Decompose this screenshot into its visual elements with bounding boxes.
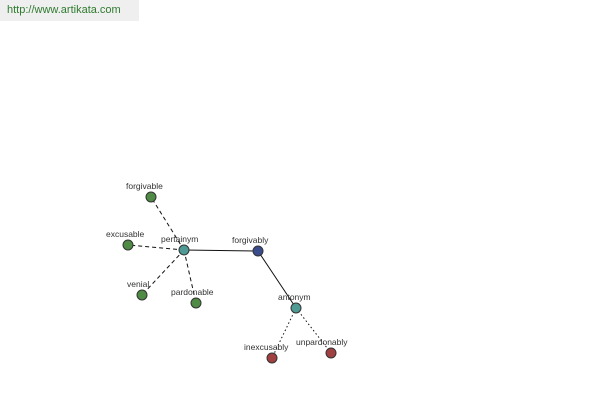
node-unpardonably[interactable]: unpardonably [296, 337, 348, 359]
node-forgivable[interactable]: forgivable [126, 181, 163, 203]
node-label-forgivably: forgivably [232, 235, 269, 245]
node-circle-forgivable[interactable] [145, 191, 157, 203]
node-excusable[interactable]: excusable [106, 229, 145, 251]
node-label-pertainym: pertainym [161, 234, 198, 244]
node-circle-pardonable[interactable] [190, 297, 202, 309]
edge-forgivably-antonym [257, 250, 297, 309]
node-circle-unpardonably[interactable] [325, 347, 337, 359]
node-venial[interactable]: venial [127, 279, 149, 301]
node-inexcusably[interactable]: inexcusably [244, 342, 289, 364]
node-circle-forgivably[interactable] [252, 245, 264, 257]
node-antonym[interactable]: antonym [278, 292, 311, 314]
node-label-inexcusably: inexcusably [244, 342, 289, 352]
graph-edges [127, 196, 332, 359]
node-label-forgivable: forgivable [126, 181, 163, 191]
node-circle-excusable[interactable] [122, 239, 134, 251]
source-url-text: http://www.artikata.com [7, 4, 121, 16]
node-circle-pertainym[interactable] [178, 244, 190, 256]
node-forgivably[interactable]: forgivably [232, 235, 269, 257]
source-url[interactable]: http://www.artikata.com [0, 0, 139, 21]
node-label-pardonable: pardonable [171, 287, 214, 297]
edge-pertainym-excusable [127, 244, 185, 251]
node-pertainym[interactable]: pertainym [161, 234, 198, 256]
node-label-venial: venial [127, 279, 149, 289]
edge-pertainym-pardonable [183, 249, 197, 304]
node-circle-inexcusably[interactable] [266, 352, 278, 364]
edge-pertainym-forgivable [150, 196, 185, 251]
node-label-unpardonably: unpardonably [296, 337, 348, 347]
node-label-antonym: antonym [278, 292, 311, 302]
edge-forgivably-pertainym [183, 249, 259, 252]
node-circle-venial[interactable] [136, 289, 148, 301]
node-circle-antonym[interactable] [290, 302, 302, 314]
node-pardonable[interactable]: pardonable [171, 287, 214, 309]
node-label-excusable: excusable [106, 229, 145, 239]
edge-antonym-unpardonably [295, 307, 332, 354]
edge-antonym-inexcusably [271, 307, 297, 359]
edge-pertainym-venial [141, 249, 185, 296]
graph-nodes: forgivably pertainym antonym forgivable excu… [106, 181, 348, 364]
